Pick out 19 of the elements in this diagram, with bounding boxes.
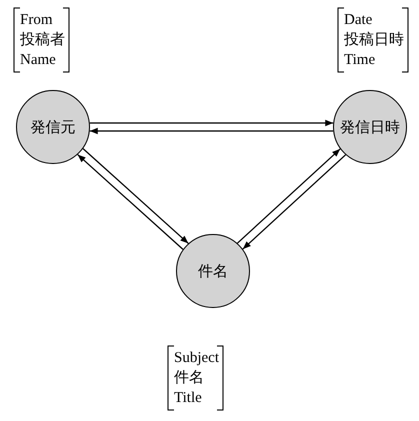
arrow [77, 154, 184, 250]
field-label: 投稿者 [20, 30, 65, 50]
arrow [82, 148, 189, 244]
node-label: 発信元 [30, 118, 76, 136]
field-label: Date [344, 11, 372, 30]
circle-node [176, 234, 250, 308]
node-label: 発信日時 [340, 118, 400, 136]
arrow [90, 128, 334, 134]
field-label: From [20, 11, 53, 30]
field-label: Time [344, 51, 376, 70]
field-label: Name [20, 51, 56, 70]
arrow [237, 148, 341, 244]
field-label: Title [174, 389, 202, 408]
arrow [90, 120, 334, 126]
field-label: Subject [174, 349, 219, 368]
field-label: 投稿日時 [344, 30, 404, 50]
node-label: 件名 [198, 262, 228, 280]
arrow [242, 154, 346, 250]
field-label: 件名 [174, 369, 204, 388]
